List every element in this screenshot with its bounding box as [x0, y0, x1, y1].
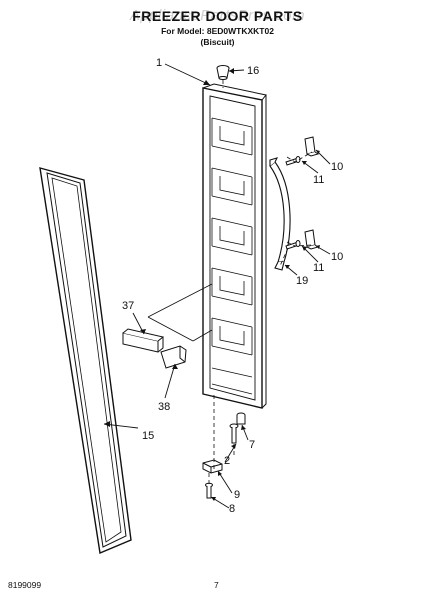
callout-10-lower: 10	[331, 251, 343, 263]
callout-38: 38	[158, 401, 170, 413]
diagram-title: FREEZER DOOR PARTS	[132, 8, 303, 24]
model-line: For Model: 8ED0WTKXKT02	[161, 26, 274, 36]
callout-10-upper: 10	[331, 161, 343, 173]
color-line: (Biscuit)	[200, 37, 235, 47]
callout-19: 19	[296, 275, 308, 287]
callout-numbers: 1 16 10 11 10 11 19 37 38 15 7 2 9 8	[122, 57, 343, 515]
callout-16: 16	[247, 65, 259, 77]
freezer-door-panel	[202, 83, 267, 409]
page-number: 7	[214, 580, 219, 590]
door-stop-bracket	[202, 459, 223, 474]
callout-2: 2	[224, 455, 230, 467]
bottom-hinge-bushing	[236, 412, 246, 425]
watermark: AppliancePartsPros.com	[129, 7, 306, 24]
door-shelf-bar	[122, 328, 165, 353]
door-gasket	[39, 167, 132, 554]
callout-37: 37	[122, 300, 134, 312]
hinge-screw-upper	[229, 423, 239, 444]
handle-screws	[285, 156, 301, 250]
bracket-screw	[205, 482, 213, 499]
shelf-end-cap	[160, 345, 187, 369]
callout-8: 8	[229, 503, 235, 515]
top-hinge-plug	[216, 65, 230, 80]
handle-end-cap-lower	[304, 229, 320, 250]
callout-9: 9	[234, 489, 240, 501]
door-handle	[269, 157, 291, 271]
callout-7: 7	[249, 439, 255, 451]
handle-end-cap-upper	[304, 136, 320, 157]
callout-11-upper: 11	[313, 174, 324, 186]
callout-arrowheads	[104, 68, 320, 501]
door-shelf-pockets	[211, 117, 253, 395]
callout-1: 1	[156, 57, 162, 69]
shelf-position-lines	[147, 283, 213, 342]
callout-11-lower: 11	[313, 262, 324, 274]
document-number: 8199099	[8, 580, 42, 590]
callout-15: 15	[142, 430, 154, 442]
